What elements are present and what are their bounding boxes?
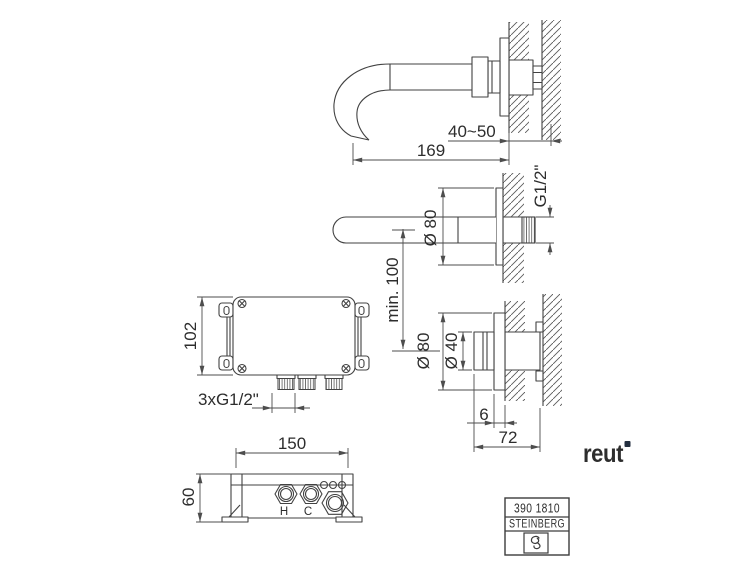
spout-inwall-body (508, 59, 534, 96)
dim-box-width: 150 (278, 434, 306, 453)
control-box-front-view: 102 3xG1/2" (181, 296, 370, 413)
corner-screw-icon (237, 298, 247, 309)
dim-wall-range: 40~50 (448, 122, 496, 141)
spout-outer-curve (333, 63, 391, 137)
title-block: 390 1810 STEINBERG (504, 497, 570, 556)
right-foot-base (335, 516, 363, 523)
fixing-lug (535, 370, 544, 382)
spout-tip (350, 135, 370, 141)
escutcheon-plate (495, 187, 504, 266)
width-extension-lines (235, 448, 349, 468)
corner-screw-icon (341, 298, 351, 309)
spout-top-view: Ø 80 G1/2" min. 100 (332, 165, 554, 352)
stub-spacing-dimension (252, 393, 310, 413)
bracket-slot (358, 358, 365, 369)
hex-nut-hot (274, 483, 298, 505)
connection-stub (297, 374, 317, 390)
spout-flange (471, 56, 489, 98)
bracket-slot (358, 305, 365, 316)
spout-escutcheon-plate (499, 37, 510, 117)
plate-diameter-extension-lines (438, 312, 492, 391)
brand-name: STEINBERG (509, 519, 565, 531)
left-foot-base (221, 516, 249, 523)
bracket-slot (223, 305, 230, 316)
valve-cap-lines (482, 332, 488, 370)
connection-stub (276, 374, 296, 390)
dim-min-distance: min. 100 (383, 257, 402, 322)
label-hot: H (280, 506, 288, 518)
dim-spout-length: 169 (417, 141, 445, 160)
dim-total-depth: 72 (499, 428, 518, 447)
control-box-bottom-view: 150 H C 60 (179, 434, 363, 523)
bracket-slot (223, 358, 230, 369)
depth-extension-lines (473, 374, 541, 452)
corner-screw-icon (237, 363, 247, 374)
steinberg-logo-icon (523, 532, 549, 554)
spout-inner-curve (356, 89, 391, 141)
dim-box-height: 102 (181, 322, 200, 350)
corner-screw-icon (341, 363, 351, 374)
thread-extension-lines (536, 216, 554, 244)
hex-fitting-facets (533, 71, 542, 84)
label-cold: C (304, 506, 312, 518)
valve-escutcheon-plate (493, 312, 506, 391)
bracket-rails (226, 317, 362, 356)
hex-nut-outlet (321, 491, 349, 515)
spout-collar (487, 60, 501, 94)
dim-thread-size: G1/2" (531, 165, 550, 208)
port-hole (328, 480, 338, 490)
dim-plate-diameter: Ø 80 (414, 333, 433, 370)
article-number: 390 1810 (514, 501, 560, 516)
title-block-dividers (505, 516, 569, 532)
diameter-extension-lines (438, 187, 494, 266)
port-hole (319, 480, 329, 490)
reuter-logo-mark-icon (624, 441, 631, 447)
retailer-logo-text: reut (583, 440, 624, 468)
connection-stub (324, 374, 344, 390)
fixing-lug (535, 321, 544, 333)
hex-nut-cold (299, 483, 323, 505)
inlet-hex-fitting (532, 65, 543, 90)
valve-cap (473, 331, 495, 371)
depth-extension-lines (196, 473, 231, 523)
left-foot-slant (228, 504, 241, 518)
rough-wall-hatch (543, 294, 562, 406)
dim-escutcheon-diameter: Ø 80 (421, 210, 440, 247)
dim-plate-offset: 6 (479, 405, 488, 424)
spout-side-view: 169 40~50 (333, 20, 562, 165)
reuter-logo: reut (583, 440, 631, 468)
height-extension-lines (197, 296, 233, 376)
title-block-border (504, 497, 570, 556)
cap-diameter-extension-lines (458, 331, 472, 371)
valve-inwall-body (504, 331, 541, 371)
valve-trim-side-view: Ø 80 Ø 40 6 72 (414, 294, 562, 452)
nipple-thread (521, 216, 536, 244)
dim-cap-diameter: Ø 40 (442, 333, 461, 370)
label-connections: 3xG1/2" (198, 390, 259, 409)
control-box-body (232, 296, 356, 376)
dim-box-depth: 60 (179, 488, 198, 507)
rough-wall-hatch (542, 20, 561, 140)
spout-tube (389, 63, 472, 91)
port-hole (337, 480, 347, 490)
